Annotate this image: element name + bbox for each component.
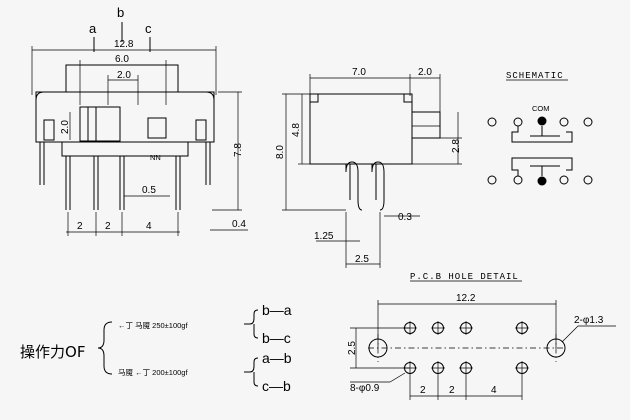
- force-row-1-branch-1: b—a: [262, 302, 292, 318]
- schematic: SCHEMATIC COM: [487, 71, 593, 186]
- force-row-1-branch-2: b—c: [262, 330, 291, 346]
- brace-left: [97, 321, 113, 375]
- force-row-2-branch-1: a—b: [262, 350, 292, 366]
- dim-2-5: 2.5: [355, 254, 369, 265]
- small-holes: [403, 321, 529, 375]
- force-row-1-desc: ←丁 马魇 250±100gf: [118, 321, 188, 330]
- pin-label-b: b: [117, 5, 124, 20]
- big-hole-right: [546, 338, 566, 358]
- pcb-mark: NN: [150, 153, 161, 162]
- small-hole-callout: 8-φ0.9: [350, 383, 380, 394]
- schematic-title: SCHEMATIC: [506, 71, 564, 81]
- dim-7-8: 7.8: [233, 143, 244, 157]
- terminal-circle: [513, 175, 523, 185]
- contact-bottom: [511, 157, 573, 176]
- dim-2-0: 2.0: [117, 70, 131, 81]
- terminal-circle: [583, 117, 593, 127]
- side-corner-mark: [403, 93, 413, 103]
- actuator: [79, 106, 121, 142]
- dim-12-8: 12.8: [114, 39, 134, 50]
- slider-knob: [147, 117, 167, 139]
- contact-top: [511, 126, 573, 143]
- dim-2-8: 2.8: [451, 139, 462, 153]
- pin-label-a: a: [89, 21, 97, 36]
- terminal-circle: [487, 175, 497, 185]
- brace-row-1: [244, 309, 259, 339]
- side-body: [309, 93, 413, 165]
- dim-1-25: 1.25: [314, 231, 334, 242]
- side-view: 7.0 2.0 8.0 4.8 2.8 0.3 1.25: [275, 67, 462, 268]
- leader-small-hole: [389, 372, 406, 383]
- com-label: COM: [532, 104, 550, 113]
- dim-0-5: 0.5: [142, 185, 156, 196]
- terminal-circle: [487, 117, 497, 127]
- brace-row-2: [244, 357, 259, 387]
- dim-8-0: 8.0: [275, 145, 286, 159]
- base-plate: [61, 141, 189, 157]
- force-row-2-desc: 马魇 ←丁 200±100gf: [118, 368, 188, 377]
- body-corner: [35, 91, 45, 101]
- big-hole-left: [368, 338, 388, 358]
- dim-2-5-pcb: 2.5: [347, 341, 358, 355]
- pcb-title: P.C.B HOLE DETAIL: [410, 272, 519, 282]
- dim-pcb-pitch-3: 4: [491, 385, 497, 396]
- pin-label-c: c: [145, 21, 152, 36]
- dim-pcb-pitch-1: 2: [420, 385, 426, 396]
- dim-4-8: 4.8: [291, 123, 302, 137]
- force-row-2-branch-2: c—b: [262, 378, 291, 394]
- terminal-circle: [583, 175, 593, 185]
- slider-housing: [65, 64, 179, 93]
- dim-pitch-c: 4: [146, 221, 152, 232]
- bent-pin-right: [371, 161, 385, 211]
- side-slider: [411, 111, 441, 139]
- com-terminal-bottom: [537, 176, 547, 186]
- side-tab-left: [43, 119, 55, 141]
- body-corner: [205, 91, 215, 101]
- dim-0-4: 0.4: [232, 219, 246, 230]
- bent-pin-left: [345, 161, 363, 211]
- terminal-circle: [513, 117, 523, 127]
- dim-0-3: 0.3: [398, 212, 412, 223]
- dim-pcb-pitch-2: 2: [449, 385, 455, 396]
- front-view: a b c 12.8 6.0 2.0 NN: [31, 5, 248, 236]
- side-tab-right: [195, 119, 207, 141]
- dim-pitch-a: 2: [77, 221, 83, 232]
- pcb-hole-detail: P.C.B HOLE DETAIL 12.2 2.5: [347, 272, 616, 400]
- big-hole-callout: 2-φ1.3: [574, 315, 604, 326]
- dim-12-2: 12.2: [456, 293, 476, 304]
- dim-7-0: 7.0: [352, 67, 366, 78]
- leader-big-hole: [561, 325, 579, 343]
- dim-2-0-side: 2.0: [418, 67, 432, 78]
- operating-force-label: 操作力OF: [20, 343, 85, 361]
- dim-6-0: 6.0: [115, 54, 129, 65]
- side-corner-mark: [309, 93, 319, 103]
- operating-force: 操作力OF ←丁 马魇 250±100gf b—a b—c 马魇 ←丁 200±…: [20, 302, 292, 394]
- terminal-circle: [559, 117, 569, 127]
- com-terminal-top: [537, 116, 547, 126]
- terminal-circle: [559, 175, 569, 185]
- dim-pitch-b: 2: [105, 221, 111, 232]
- dim-side-2-0: 2.0: [60, 120, 71, 134]
